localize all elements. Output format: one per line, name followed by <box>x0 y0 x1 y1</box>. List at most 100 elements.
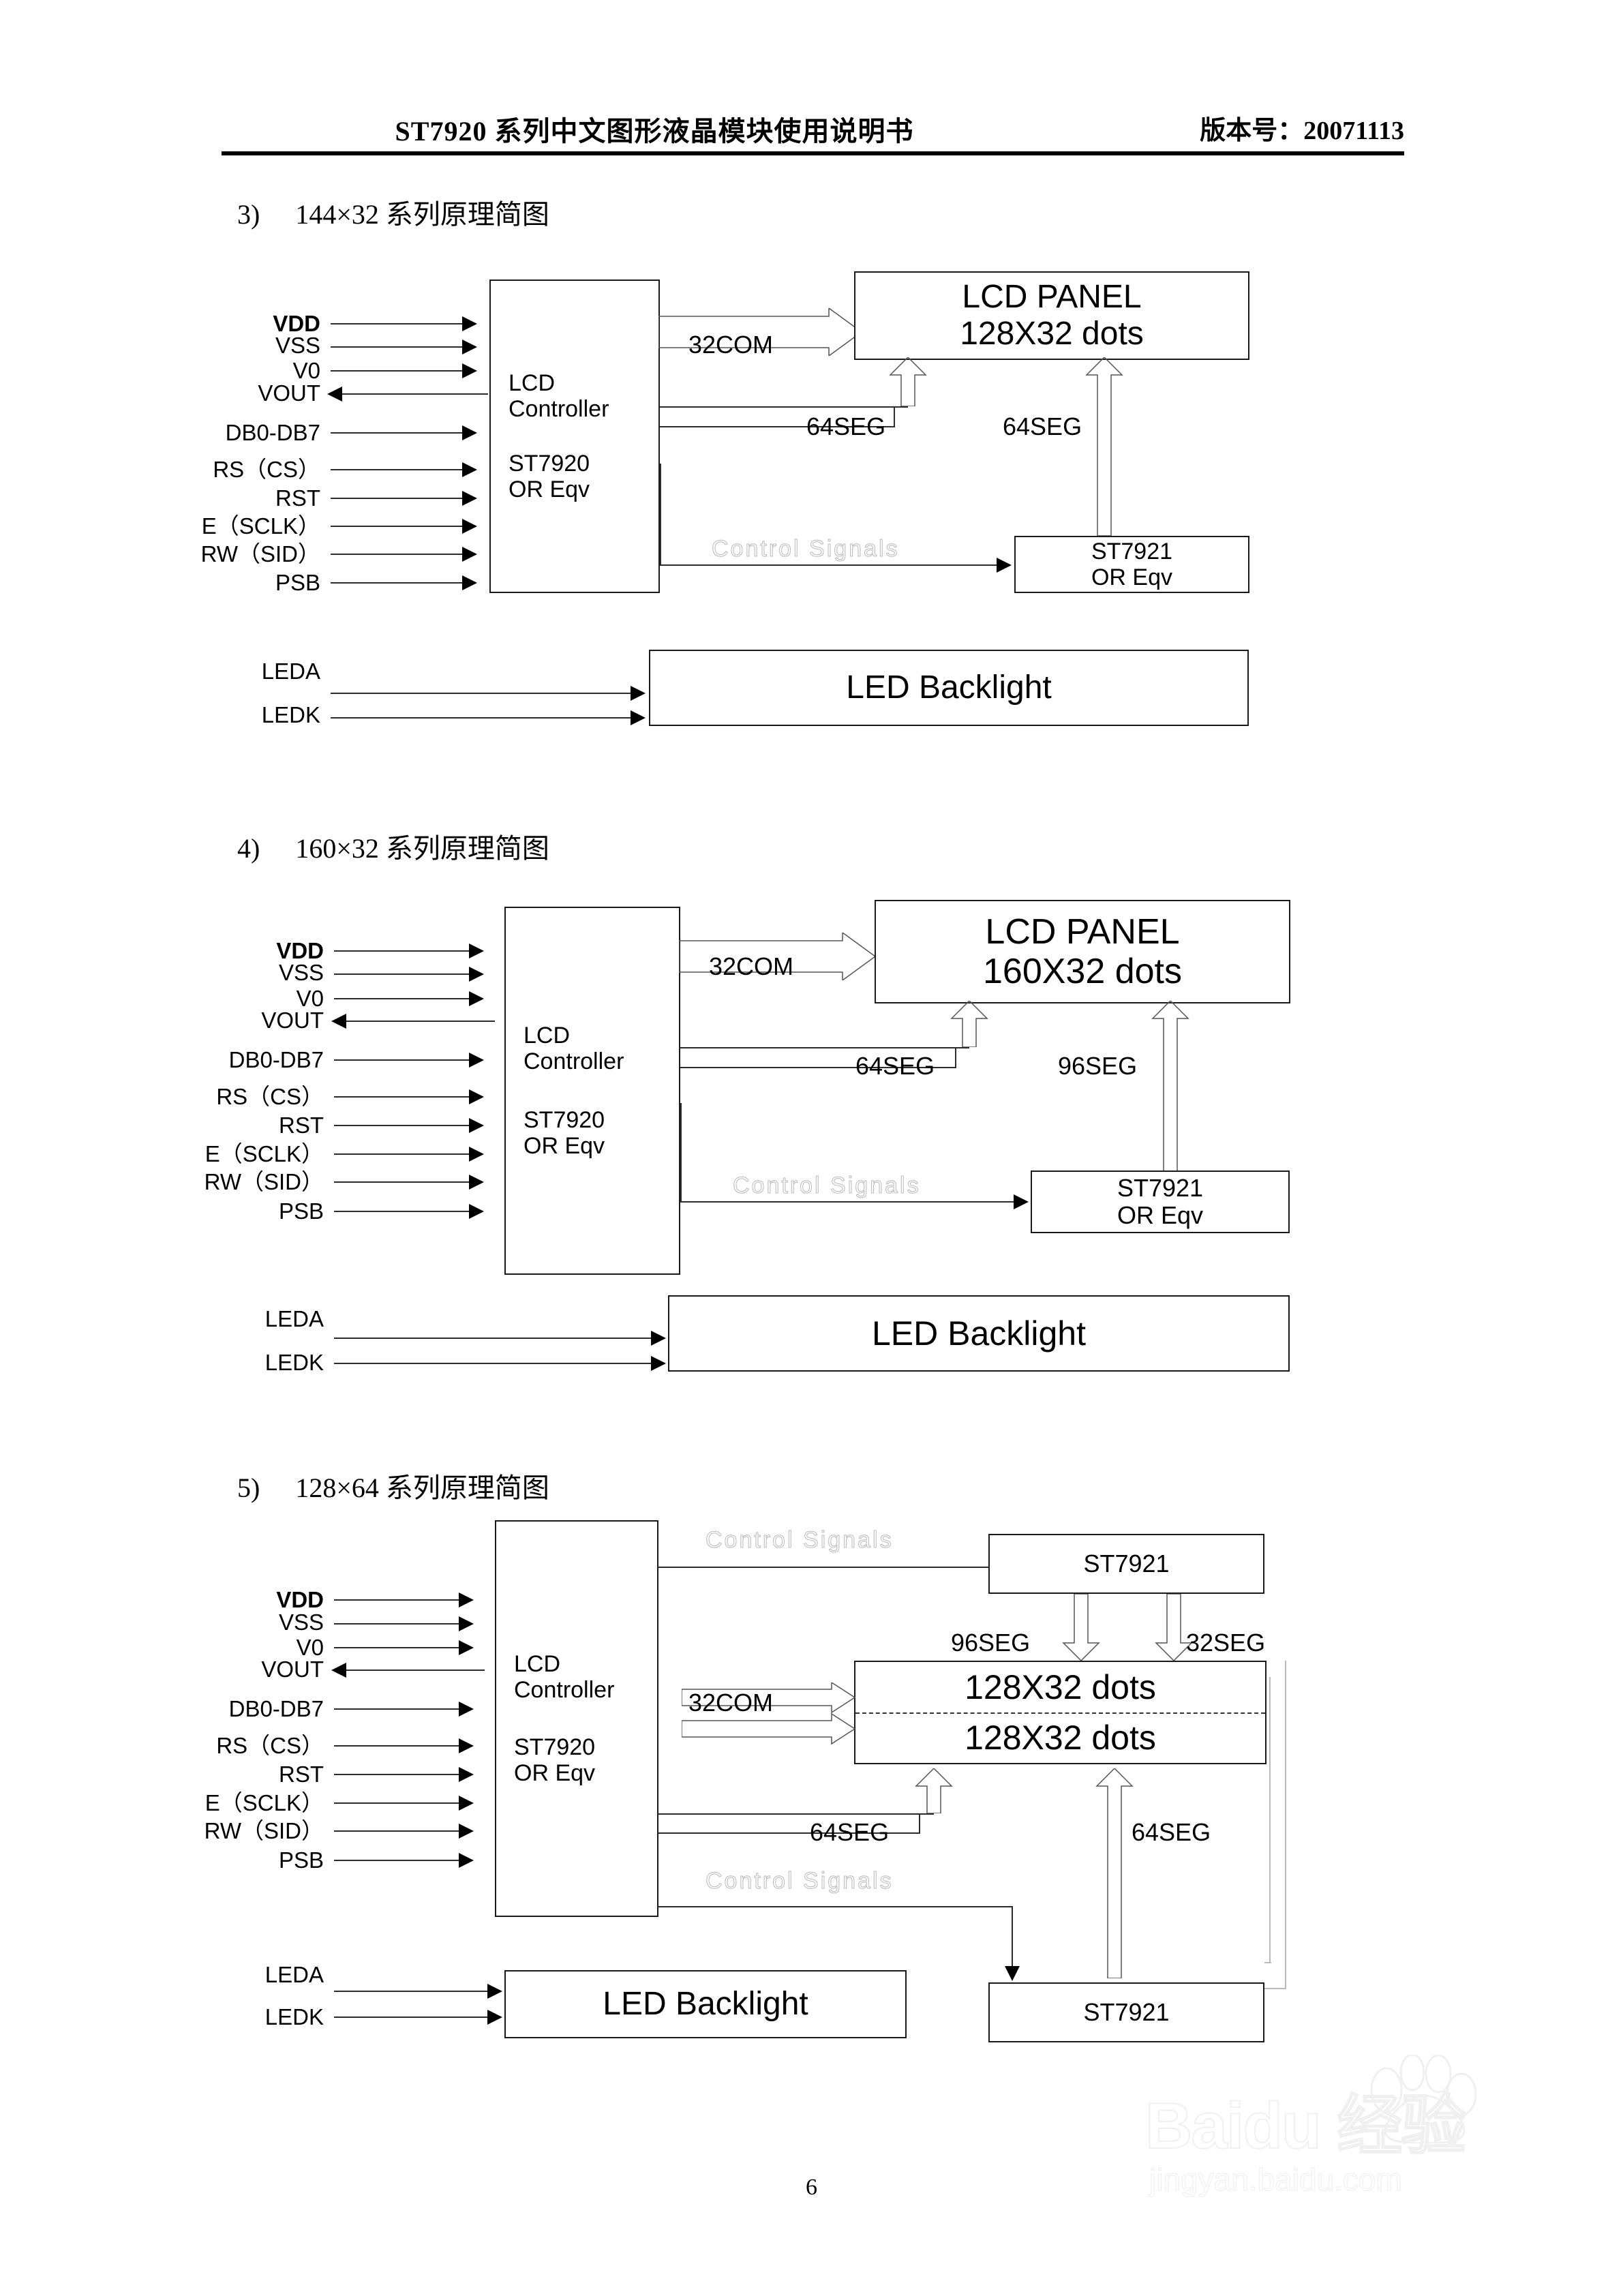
label-32com-1: 32COM <box>688 331 774 359</box>
ctrl-vline-1 <box>660 464 661 566</box>
pin-label-leda-2: LEDA <box>264 1306 324 1331</box>
pin-label-psb-1: PSB <box>275 570 320 595</box>
pin-label-psb-3: PSB <box>278 1847 324 1873</box>
com-bus-arrow-3 <box>681 1681 856 1751</box>
pin-label-rs-3: RS（CS） <box>216 1733 324 1758</box>
section-title-5: 128×64 系列原理简图 <box>295 1472 549 1503</box>
controller-line-3: ST7920 <box>509 451 590 477</box>
label-seg-top-right-3: 32SEG <box>1186 1629 1266 1657</box>
seg-line-left-1 <box>660 406 908 408</box>
pin-label-vss-1: VSS <box>275 333 320 358</box>
header-divider <box>222 151 1404 155</box>
arrow-right-icon <box>631 686 646 701</box>
feedback-vline-3 <box>1285 1661 1286 1988</box>
label-control-signals-1: Control Signals <box>712 536 900 562</box>
pin-line-rst-1 <box>331 498 467 499</box>
pin-label-rs-1: RS（CS） <box>213 457 320 482</box>
arrow-right-icon <box>462 491 477 506</box>
arrow-right-icon <box>462 339 477 354</box>
lcd-controller-box-2: LCD Controller ST7920 OR Eqv <box>504 907 680 1275</box>
pin-label-vout-2: VOUT <box>261 1008 324 1033</box>
pin-label-leda-1: LEDA <box>261 659 320 684</box>
pin-line-psb-1 <box>331 582 467 584</box>
arrow-right-icon <box>462 519 477 534</box>
arrow-right-icon <box>459 1640 474 1655</box>
seg-arrow-right-1 <box>1082 356 1126 539</box>
driver-line-1: ST7921 <box>1117 1173 1204 1202</box>
pin-label-rw-2: RW（SID） <box>204 1169 324 1194</box>
section-title-4: 160×32 系列原理简图 <box>295 833 549 864</box>
section-number-5: 5) <box>237 1472 260 1503</box>
pin-line-psb-3 <box>334 1860 464 1861</box>
arrow-right-icon <box>459 1702 474 1717</box>
pin-label-vdd-1: VDD <box>273 311 320 336</box>
pin-label-rw-3: RW（SID） <box>204 1818 324 1843</box>
pin-line-rs-3 <box>334 1745 464 1747</box>
pin-label-leda-3: LEDA <box>264 1962 324 1987</box>
arrow-right-icon <box>469 1204 484 1219</box>
ctrl-hline-1 <box>660 564 1001 566</box>
pin-label-rs-2: RS（CS） <box>216 1084 324 1109</box>
arrow-right-icon <box>459 1824 474 1839</box>
panel-line-2: 128X32 dots <box>965 1719 1156 1757</box>
pin-label-ledk-3: LEDK <box>264 2004 324 2029</box>
paw-print-icon <box>1362 2053 1478 2147</box>
driver-line-2: OR Eqv <box>1091 564 1173 590</box>
pin-line-db-3 <box>334 1708 464 1710</box>
pin-line-v0-3 <box>334 1647 464 1648</box>
ctrl-hline-bottom-3 <box>658 1906 1013 1907</box>
lcd-panel-box-3: 128X32 dots 128X32 dots <box>854 1661 1266 1764</box>
pin-label-rst-2: RST <box>279 1113 324 1138</box>
arrow-right-icon <box>459 1853 474 1868</box>
panel-line-2: 160X32 dots <box>982 952 1183 991</box>
arrow-right-icon <box>469 1147 484 1162</box>
pin-line-rw-1 <box>331 554 467 555</box>
arrow-left-icon <box>331 1014 346 1029</box>
ctrl-vline-bottom-3 <box>1012 1906 1013 1969</box>
ctrl-hline-2 <box>680 1201 1018 1203</box>
backlight-label-2: LED Backlight <box>871 1314 1087 1353</box>
seg-vline-left-2 <box>955 1047 956 1068</box>
arrow-right-icon <box>651 1331 666 1346</box>
panel-line-1: LCD PANEL <box>985 911 1180 952</box>
label-seg-right-2: 96SEG <box>1058 1052 1138 1080</box>
section-heading-5: 5) 128×64 系列原理简图 <box>237 1466 549 1505</box>
label-seg-top-left-3: 96SEG <box>951 1629 1031 1657</box>
arrow-right-icon <box>487 1984 502 1999</box>
controller-line-2: Controller <box>524 1048 624 1074</box>
arrow-right-icon <box>469 1175 484 1190</box>
led-backlight-box-1: LED Backlight <box>649 650 1249 726</box>
leda-line-1 <box>331 693 634 694</box>
arrow-right-icon <box>462 547 477 562</box>
watermark-main-text: Baidu 经验 <box>1144 2089 1467 2163</box>
st7921-box-1: ST7921 OR Eqv <box>1014 536 1249 593</box>
pin-label-db-1: DB0-DB7 <box>225 420 320 445</box>
pin-label-vss-3: VSS <box>278 1610 324 1635</box>
pin-label-v0-1: V0 <box>292 358 320 383</box>
ledk-line-2 <box>334 1363 654 1364</box>
panel-line-1: 128X32 dots <box>965 1668 1156 1706</box>
seg-arrow-32-down-3 <box>1152 1593 1196 1664</box>
pin-label-v0-3: V0 <box>296 1635 324 1660</box>
arrow-right-icon <box>469 991 484 1006</box>
label-control-signals-2: Control Signals <box>733 1173 921 1199</box>
section-heading-3: 3)144×32 系列原理简图 <box>237 192 549 232</box>
arrow-right-icon <box>469 1089 484 1104</box>
st7921-box-2: ST7921 OR Eqv <box>1031 1170 1290 1233</box>
arrow-right-icon <box>459 1767 474 1782</box>
driver-line-1: ST7921 <box>1091 538 1173 564</box>
arrow-right-icon <box>459 1592 474 1607</box>
pin-line-vout-3 <box>346 1670 485 1671</box>
pin-label-v0-2: V0 <box>296 986 324 1011</box>
pin-label-psb-2: PSB <box>278 1198 324 1224</box>
seg-line-left-1b <box>660 426 895 427</box>
section-title-3: 144×32 系列原理简图 <box>295 199 549 230</box>
pin-label-ledk-1: LEDK <box>261 702 320 727</box>
seg-arrow-96-down-3 <box>1059 1593 1103 1664</box>
arrow-right-icon <box>459 1616 474 1631</box>
pin-line-v0-2 <box>334 998 474 999</box>
panel-row-divider-3 <box>855 1712 1265 1714</box>
arrow-right-icon <box>462 363 477 378</box>
arrow-down-icon <box>1005 1966 1020 1981</box>
st7921-box-top-3: ST7921 <box>988 1534 1264 1594</box>
